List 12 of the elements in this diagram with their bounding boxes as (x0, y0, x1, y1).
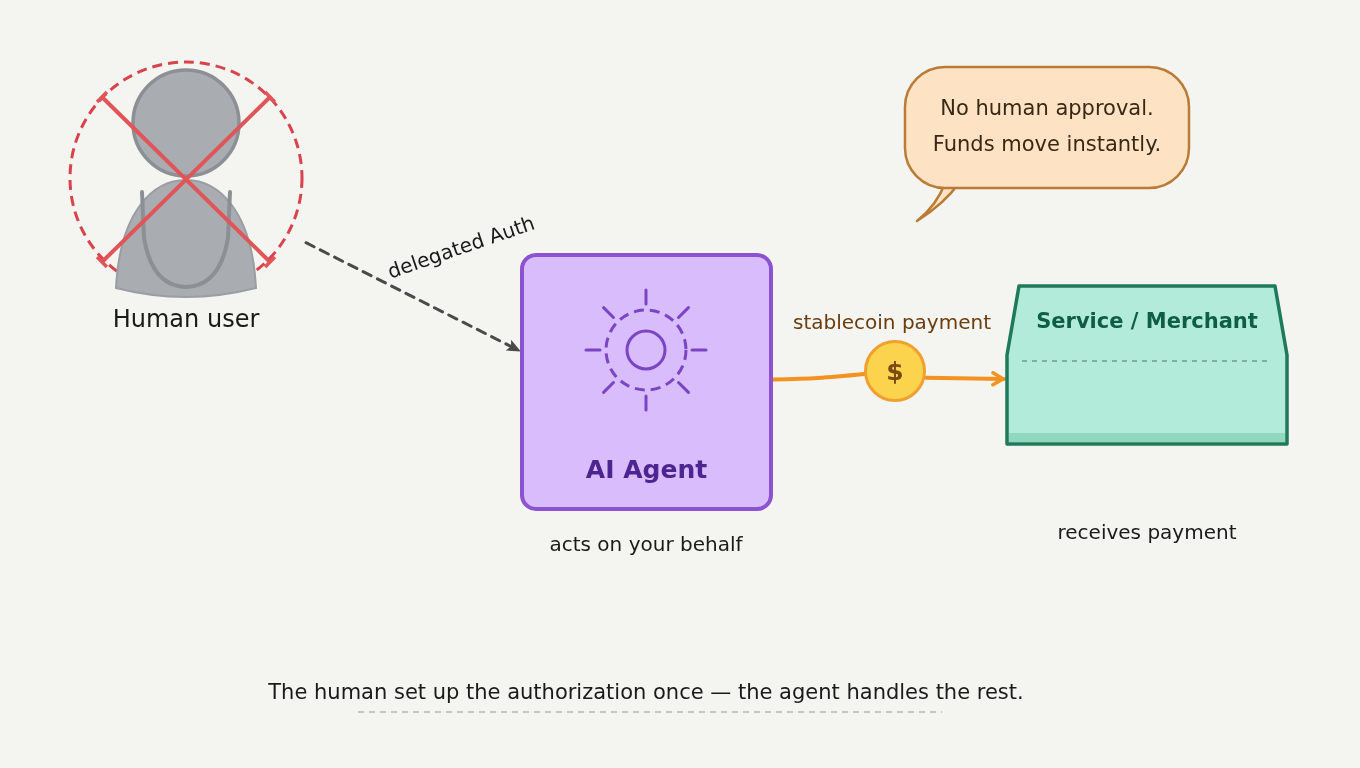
node-title: AI Agent (584, 455, 709, 485)
callout-text: No human approval. Funds move instantly. (931, 95, 1163, 158)
connector-line (771, 372, 866, 382)
arrow (304, 241, 522, 353)
node-caption: receives payment (1057, 519, 1237, 545)
node-caption: acts on your behalf (549, 531, 743, 557)
dollar-coin: $ (864, 340, 926, 402)
caption: The human set up the authorization once — the agent handles the rest. (268, 679, 1024, 706)
node-title: Service / Merchant (1035, 308, 1259, 335)
agent-box (520, 253, 773, 511)
node-label: Human user (111, 304, 261, 334)
arrow (924, 371, 1006, 387)
